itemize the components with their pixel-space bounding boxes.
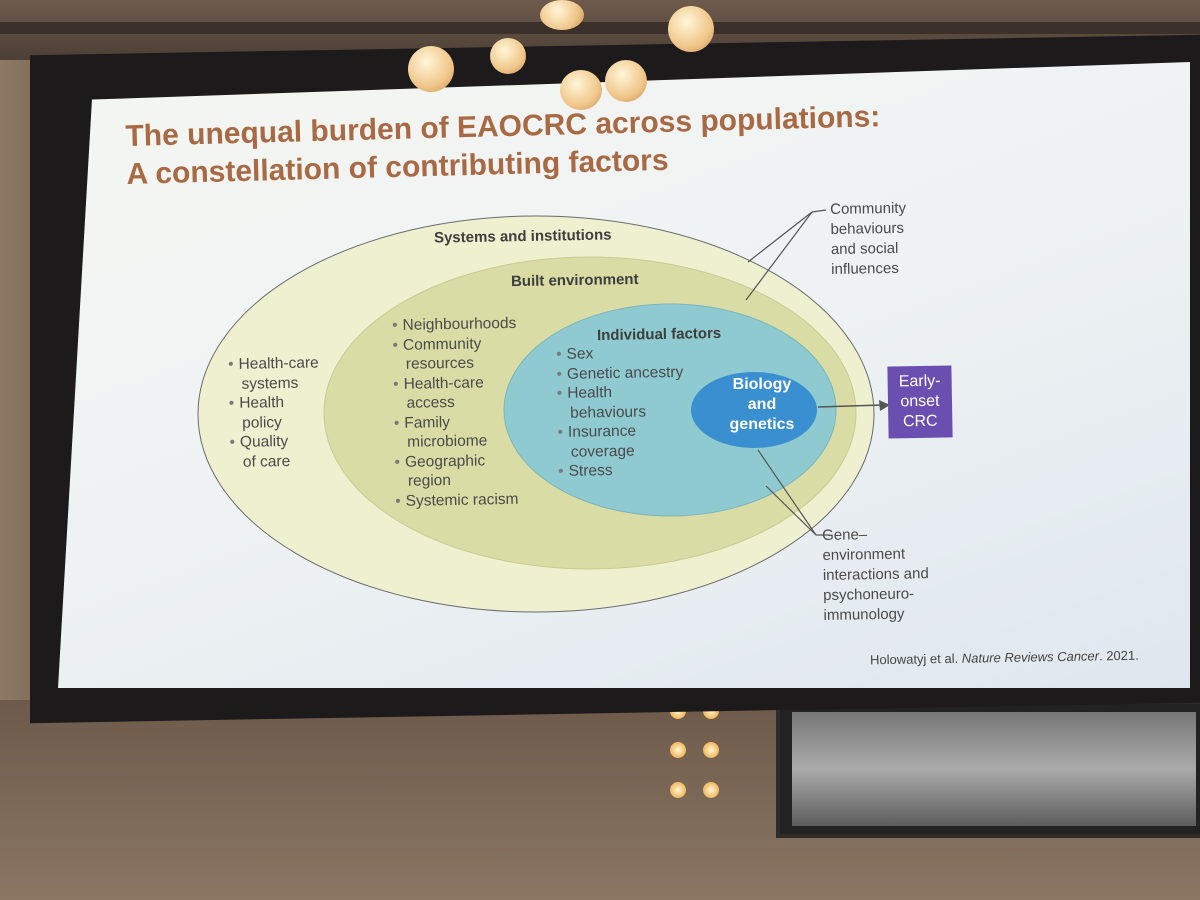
citation-year: . 2021. <box>1098 647 1139 664</box>
callout-top-line3: and social <box>830 239 899 258</box>
outer-ring-list: •Health-care systems •Health policy •Qua… <box>228 353 321 472</box>
list-item: microbiome <box>407 432 488 451</box>
inner-ring-list: •Sex •Genetic ancestry •Health behaviour… <box>556 343 685 482</box>
callout-bottom-line1: Gene– <box>822 526 868 544</box>
list-item: •Family <box>393 413 451 432</box>
core-label-line2: and <box>747 396 777 413</box>
arrow-line <box>817 404 883 408</box>
list-item: •Stress <box>558 462 613 480</box>
callout-top: Community behaviours and social influenc… <box>830 199 907 280</box>
inner-ellipse <box>503 303 837 517</box>
callout-top-line2: behaviours <box>830 219 905 238</box>
outcome-line3: CRC <box>902 412 938 431</box>
middle-ring-list: •Neighbourhoods •Community resources •He… <box>392 314 520 511</box>
wall-light <box>670 742 686 758</box>
callout-bottom-line4: psychoneuro- <box>823 585 915 604</box>
citation-journal: Nature Reviews Cancer <box>961 648 1100 666</box>
outcome-line1: Early- <box>898 372 941 391</box>
list-item: •Geographic <box>394 451 486 471</box>
callout-line-bottom-a <box>757 449 817 536</box>
inner-ring-header: Individual factors <box>596 324 722 345</box>
chandelier-bulb <box>605 60 647 102</box>
chandelier-bulb <box>490 38 526 74</box>
list-item: policy <box>242 413 282 432</box>
list-item: coverage <box>570 442 635 461</box>
callout-line-top-a <box>747 211 813 263</box>
callout-top-line1: Community <box>830 199 907 218</box>
list-item: •Genetic ancestry <box>556 363 684 383</box>
list-item: access <box>406 393 455 412</box>
core-label: Biology and genetics <box>712 375 812 435</box>
core-ellipse <box>691 372 817 448</box>
list-item: •Quality <box>229 432 289 451</box>
list-item: systems <box>241 374 299 393</box>
core-label-line1: Biology <box>732 376 792 393</box>
callout-bottom: Gene– environment interactions and psych… <box>822 524 930 626</box>
list-item: •Health <box>556 384 613 402</box>
callout-line-bottom-b <box>765 485 817 536</box>
list-item: •Health-care <box>393 373 484 393</box>
callout-line-top-c <box>811 209 827 213</box>
list-item: •Sex <box>556 345 594 363</box>
list-item: resources <box>405 354 475 373</box>
callout-bottom-line5: immunology <box>823 605 905 624</box>
callout-bottom-line3: interactions and <box>822 565 929 584</box>
list-item: •Insurance <box>557 422 637 441</box>
tv-screen <box>792 712 1196 826</box>
callout-bottom-line2: environment <box>822 545 906 564</box>
list-item: •Community <box>392 334 482 354</box>
list-item: •Health-care <box>228 354 319 373</box>
list-item: •Health <box>228 394 285 412</box>
wall-tv <box>776 700 1200 838</box>
chandelier-bulb <box>668 6 714 52</box>
outcome-line2: onset <box>900 392 940 411</box>
outcome-box: Early- onset CRC <box>887 365 953 439</box>
chandelier-bulb <box>408 46 454 92</box>
middle-ring-header: Built environment <box>510 270 639 291</box>
arrow-head <box>879 400 890 411</box>
list-item: region <box>407 471 452 490</box>
chandelier-bulb <box>540 0 584 30</box>
callout-line-top-b <box>745 211 813 301</box>
chandelier-bulb <box>560 70 602 110</box>
list-item: •Neighbourhoods <box>392 314 517 334</box>
wall-light <box>703 742 719 758</box>
list-item: •Systemic racism <box>395 490 519 510</box>
citation-authors: Holowatyj et al. <box>869 650 962 668</box>
core-label-line3: genetics <box>729 416 795 433</box>
wall-light <box>670 782 686 798</box>
callout-top-line4: influences <box>831 259 899 278</box>
list-item: of care <box>242 452 291 471</box>
list-item: behaviours <box>570 402 647 422</box>
outer-ring-header: Systems and institutions <box>433 226 612 247</box>
ceiling-beam <box>0 22 1200 34</box>
wall-light <box>703 782 719 798</box>
